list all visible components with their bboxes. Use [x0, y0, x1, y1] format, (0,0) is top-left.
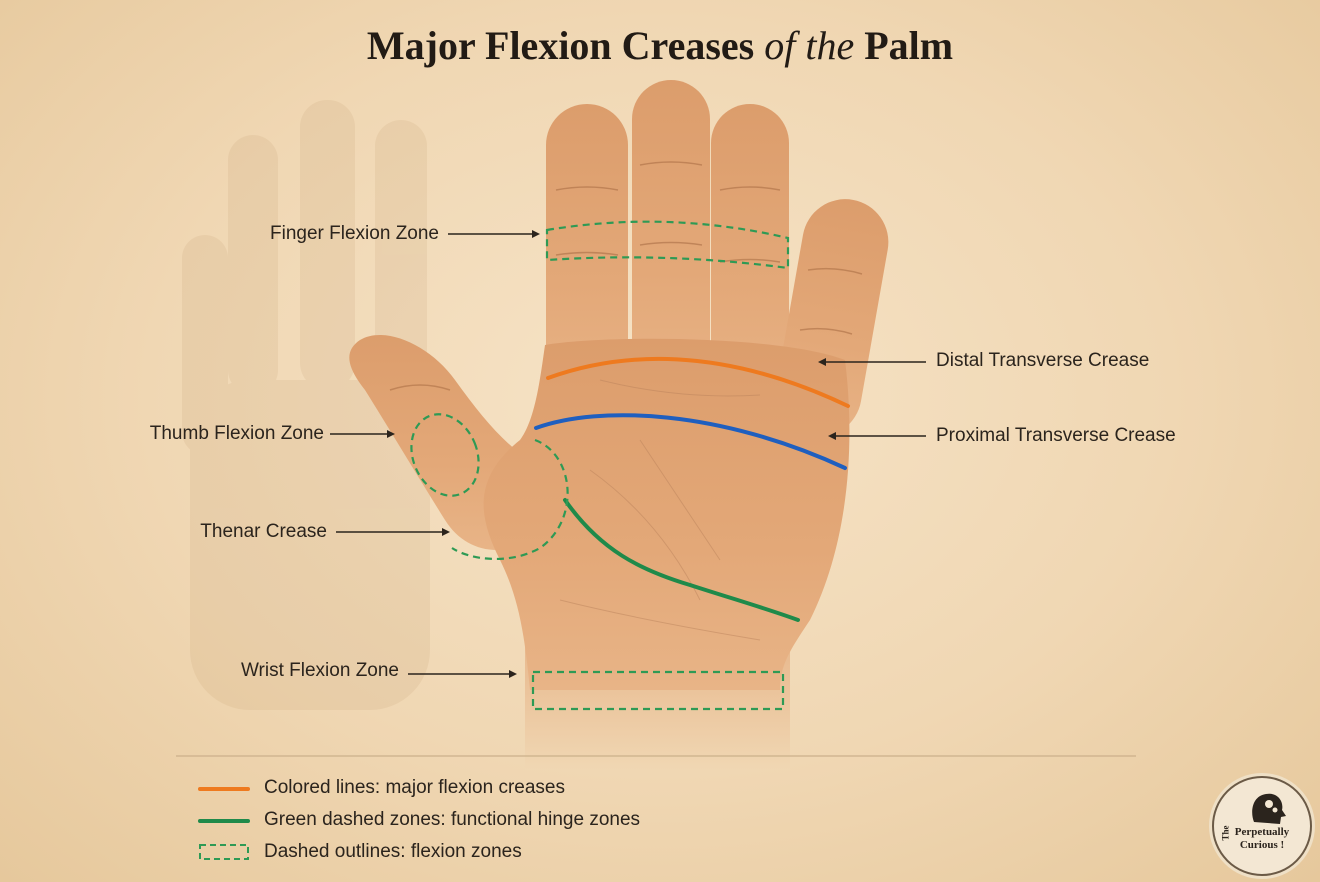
thumb-flexion-zone-outline	[410, 413, 480, 497]
proximal-transverse-crease	[534, 413, 847, 470]
title-part-1: Major Flexion Creases	[366, 23, 755, 68]
page-title: Major Flexion Creases of the Palm	[0, 22, 1320, 69]
legend-text-dashed-outlines: Dashed outlines: flexion zones	[264, 841, 522, 862]
badge-line-2: Curious !	[1239, 839, 1285, 851]
badge-text: Perpetually Curious !	[1214, 826, 1310, 852]
perpetually-curious-logo: The Perpetually Curious !	[1212, 776, 1312, 876]
thenar-zone-outline	[451, 438, 569, 560]
head-gears-icon	[1252, 793, 1286, 824]
dashed-box-swatch	[199, 844, 249, 860]
title-part-2: of the	[764, 23, 855, 68]
distal-transverse-crease-label: Distal Transverse Crease	[936, 350, 1150, 371]
wrist-flexion-zone-outline	[531, 670, 785, 711]
thenar-crease-label: Thenar Crease	[200, 521, 327, 542]
ring-finger	[711, 104, 789, 404]
legend-text-colored-lines: Colored lines: major flexion creases	[264, 777, 565, 798]
wrist-flexion-zone-label: Wrist Flexion Zone	[240, 660, 399, 681]
title-part-3: Palm	[864, 23, 954, 68]
thenar-crease	[563, 498, 800, 622]
ghost-hand	[182, 100, 430, 710]
legend-text-green-zones: Green dashed zones: functional hinge zon…	[264, 809, 641, 830]
index-finger	[546, 104, 628, 404]
finger-flexion-zone-label: Finger Flexion Zone	[270, 223, 439, 244]
middle-finger	[632, 80, 710, 400]
finger-flexion-zone-outline	[545, 220, 790, 270]
thumb-flexion-zone-label: Thumb Flexion Zone	[149, 423, 324, 444]
proximal-transverse-crease-label: Proximal Transverse Crease	[936, 425, 1176, 446]
palm	[483, 338, 850, 690]
badge-line-1: Perpetually	[1234, 826, 1290, 838]
green-line-swatch	[198, 819, 250, 823]
distal-transverse-crease	[546, 356, 850, 408]
orange-line-swatch	[198, 787, 250, 791]
hand-illustration	[349, 80, 889, 770]
